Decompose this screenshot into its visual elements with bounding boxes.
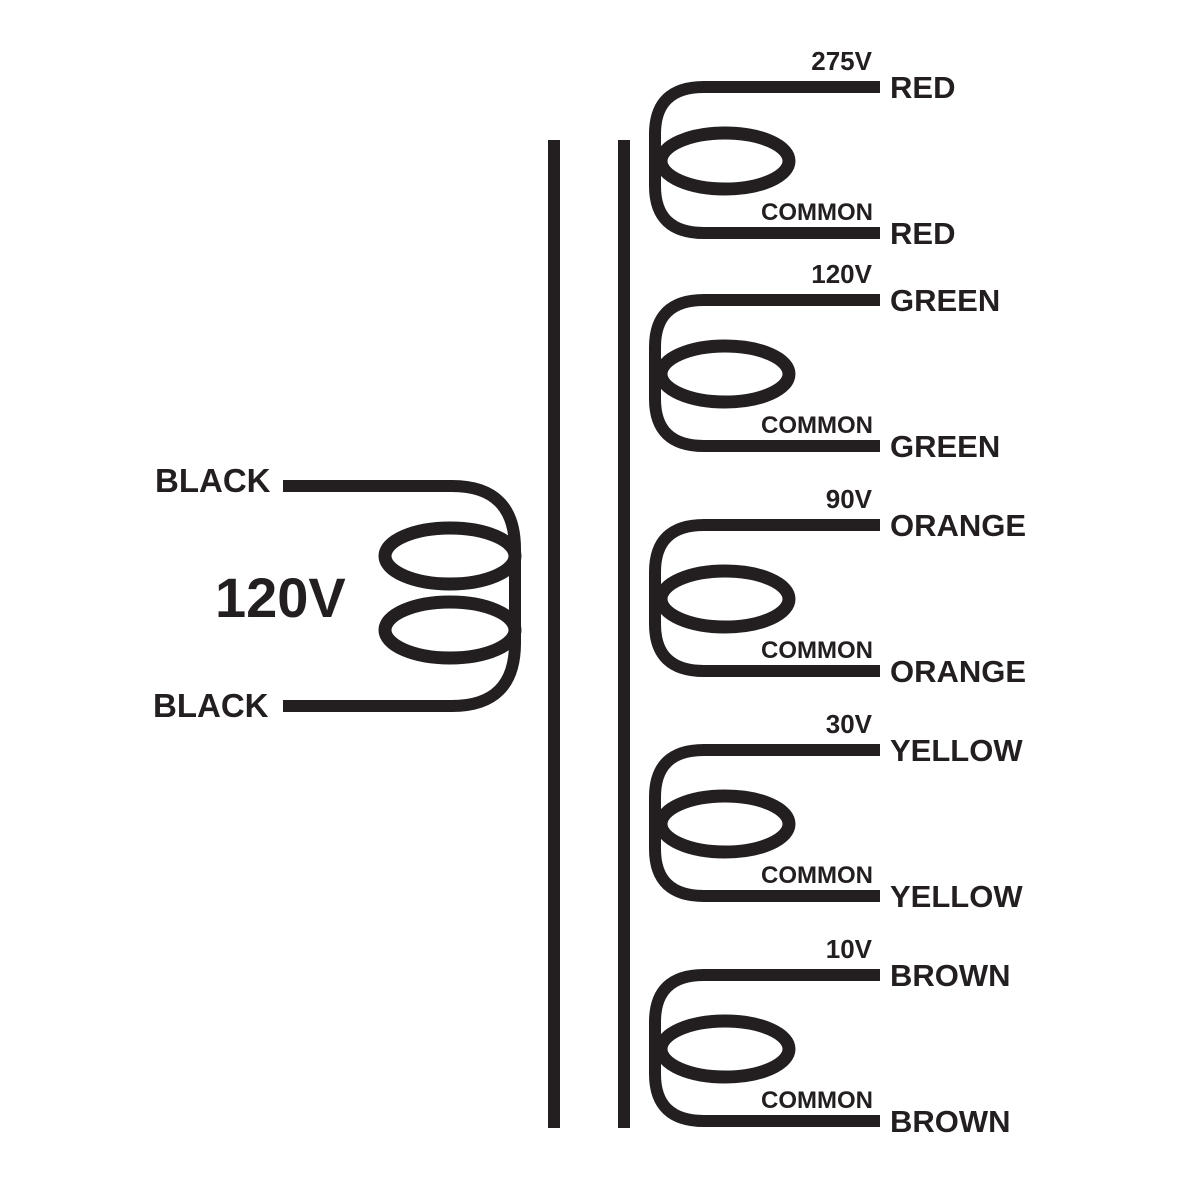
secondary-top-lead-label: YELLOW (890, 733, 1023, 768)
secondary-coil-loop (654, 1014, 796, 1084)
secondary-top-lead-label: RED (890, 70, 955, 105)
primary-bottom-lead-label: BLACK (153, 687, 269, 724)
secondary-common-label: COMMON (761, 199, 873, 226)
secondary-voltage-label: 120V (811, 259, 872, 289)
secondary-winding-yellow: 30V YELLOW COMMON YELLOW (649, 709, 1023, 914)
secondary-coil-loop (654, 126, 796, 196)
core-line-right (618, 140, 630, 1128)
primary-coil-bracket (283, 480, 521, 712)
secondary-voltage-label: 10V (826, 934, 873, 964)
secondary-bottom-lead-label: GREEN (890, 429, 1000, 464)
secondary-winding-brown: 10V BROWN COMMON BROWN (649, 934, 1011, 1139)
secondary-coil-loop (654, 564, 796, 634)
secondary-top-lead-label: GREEN (890, 283, 1000, 318)
secondary-winding-green: 120V GREEN COMMON GREEN (649, 259, 1000, 464)
secondary-coil-loop (654, 789, 796, 859)
secondary-voltage-label: 30V (826, 709, 873, 739)
primary-top-lead-label: BLACK (155, 462, 271, 499)
secondary-winding-red: 275V RED COMMON RED (649, 46, 955, 251)
transformer-core (548, 140, 630, 1128)
secondary-common-label: COMMON (761, 412, 873, 439)
secondary-bottom-lead-label: ORANGE (890, 654, 1026, 689)
secondary-bottom-lead-label: RED (890, 216, 955, 251)
secondary-bottom-lead-label: BROWN (890, 1104, 1011, 1139)
primary-coil-loop-2 (378, 595, 522, 665)
secondary-coil-loop (654, 339, 796, 409)
secondary-common-label: COMMON (761, 637, 873, 664)
secondary-bottom-lead-label: YELLOW (890, 879, 1023, 914)
secondary-winding-orange: 90V ORANGE COMMON ORANGE (649, 484, 1026, 689)
secondary-common-label: COMMON (761, 1087, 873, 1114)
primary-voltage-label: 120V (215, 566, 346, 629)
primary-winding: BLACK 120V BLACK (153, 462, 522, 724)
primary-coil-loop-1 (378, 521, 522, 591)
core-line-left (548, 140, 560, 1128)
secondary-common-label: COMMON (761, 862, 873, 889)
secondary-voltage-label: 275V (811, 46, 872, 76)
secondary-voltage-label: 90V (826, 484, 873, 514)
secondary-top-lead-label: BROWN (890, 958, 1011, 993)
secondary-top-lead-label: ORANGE (890, 508, 1026, 543)
